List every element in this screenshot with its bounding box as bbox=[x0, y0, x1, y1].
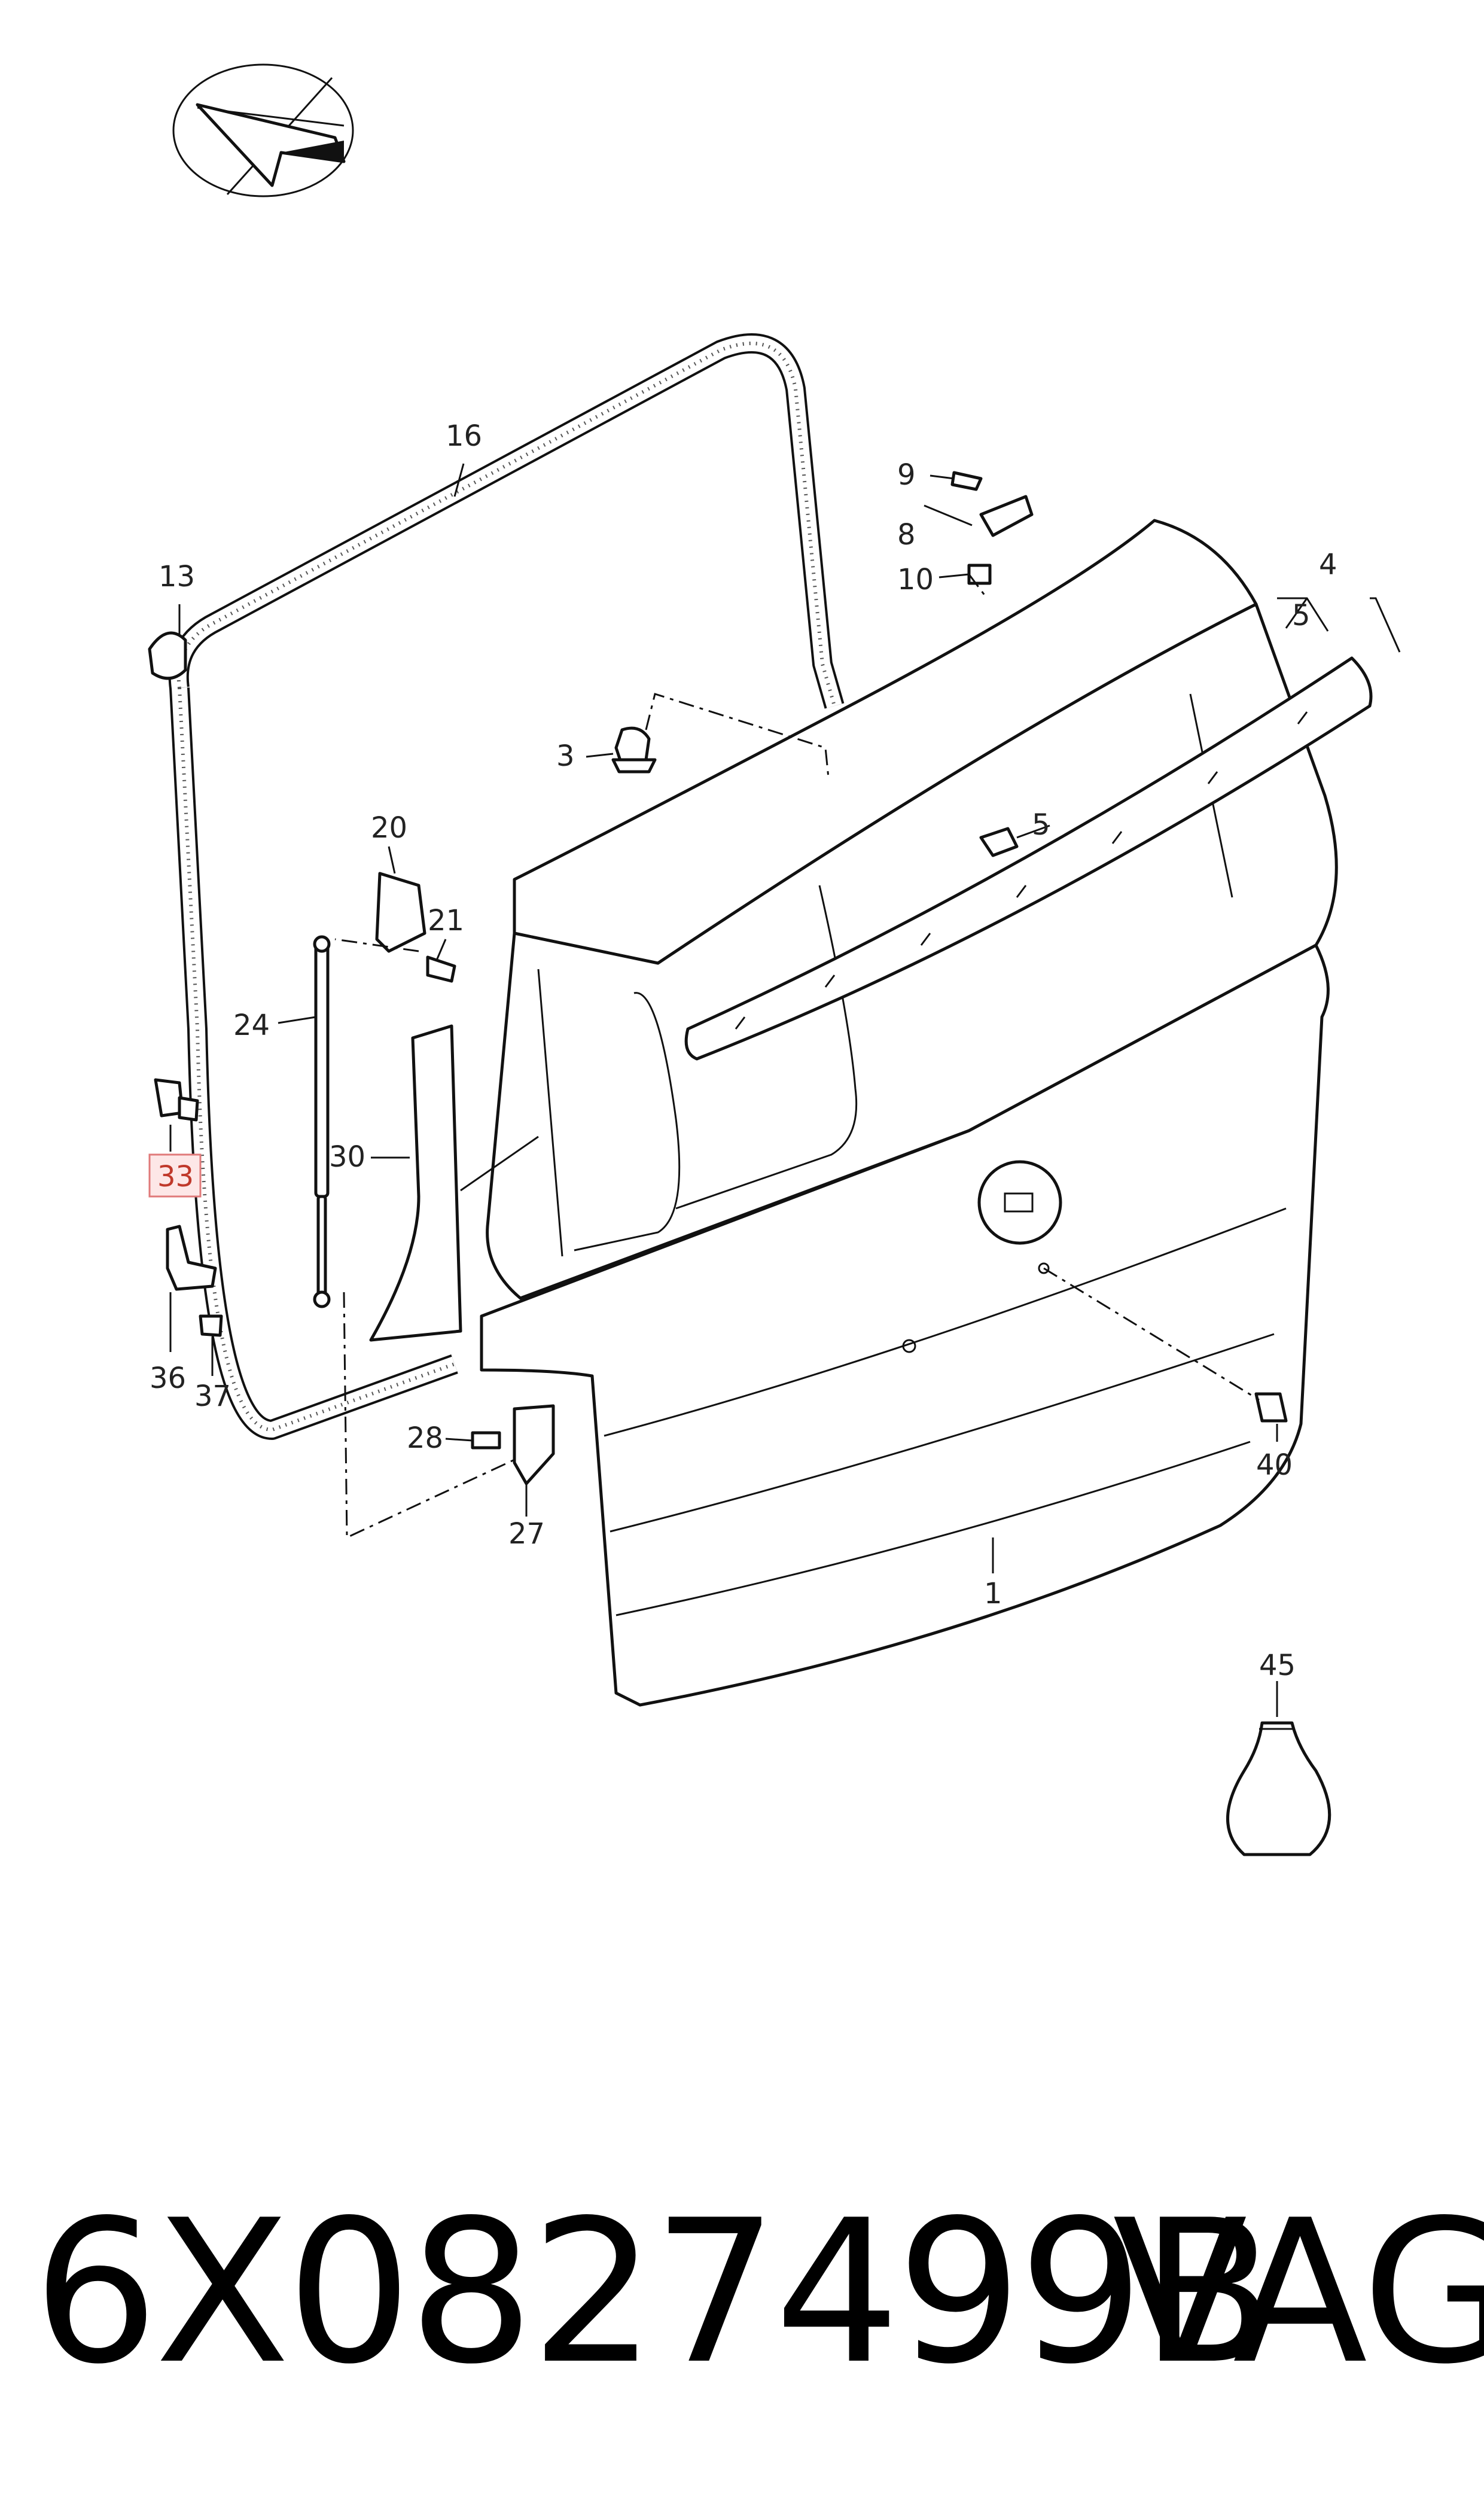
grease-bag bbox=[1226, 1721, 1331, 1856]
gas-strut bbox=[313, 935, 331, 1308]
leader-lines bbox=[169, 463, 1401, 1717]
hinge-bracket bbox=[950, 471, 1034, 585]
bolt-part-40 bbox=[1254, 1392, 1288, 1423]
assembly-lines bbox=[334, 574, 1260, 1539]
cover-cap bbox=[148, 631, 187, 680]
callout-33-highlight-box bbox=[148, 1153, 202, 1198]
callout-36: 36 bbox=[150, 1362, 186, 1395]
callout-24: 24 bbox=[233, 1009, 270, 1042]
callout-9: 9 bbox=[897, 458, 916, 492]
callout-10: 10 bbox=[897, 563, 934, 596]
brand-name: VAG bbox=[1113, 2178, 1484, 2407]
callout-5: 5 bbox=[1292, 599, 1311, 632]
callout-21: 21 bbox=[428, 904, 464, 937]
callout-8: 8 bbox=[897, 518, 916, 552]
callout-45: 45 bbox=[1259, 1649, 1296, 1682]
callout-16: 16 bbox=[446, 419, 482, 453]
footer: 6X0827499B VAG bbox=[0, 2178, 1484, 2429]
callout-33: 33 bbox=[157, 1160, 194, 1193]
pillar-trim bbox=[369, 1024, 462, 1342]
callout-1: 1 bbox=[984, 1577, 1002, 1610]
callout-20: 20 bbox=[371, 811, 407, 845]
trim-strip bbox=[684, 656, 1373, 1061]
lower-hinge bbox=[471, 1404, 555, 1485]
callout-4: 4 bbox=[1319, 548, 1337, 581]
callout-40: 40 bbox=[1256, 1448, 1293, 1482]
clip-part-3 bbox=[611, 726, 657, 774]
part-number: 6X0827499B bbox=[33, 2178, 1276, 2407]
callout-5-second: 5 bbox=[1032, 808, 1050, 842]
orientation-arrow-icon bbox=[172, 63, 354, 197]
callout-30: 30 bbox=[329, 1140, 365, 1174]
callout-3: 3 bbox=[556, 739, 575, 773]
tailgate-panel bbox=[480, 519, 1338, 1707]
callout-28: 28 bbox=[407, 1421, 443, 1455]
strut-bracket bbox=[375, 872, 456, 983]
callout-27: 27 bbox=[508, 1517, 545, 1551]
callout-13: 13 bbox=[159, 560, 195, 593]
striker-bracket bbox=[166, 1225, 223, 1337]
callout-37: 37 bbox=[194, 1380, 231, 1413]
bolt-part-33 bbox=[154, 1078, 199, 1122]
callout-labels: 1 3 4 5 5 8 9 10 13 16 20 21 24 27 28 30… bbox=[148, 419, 1337, 1682]
